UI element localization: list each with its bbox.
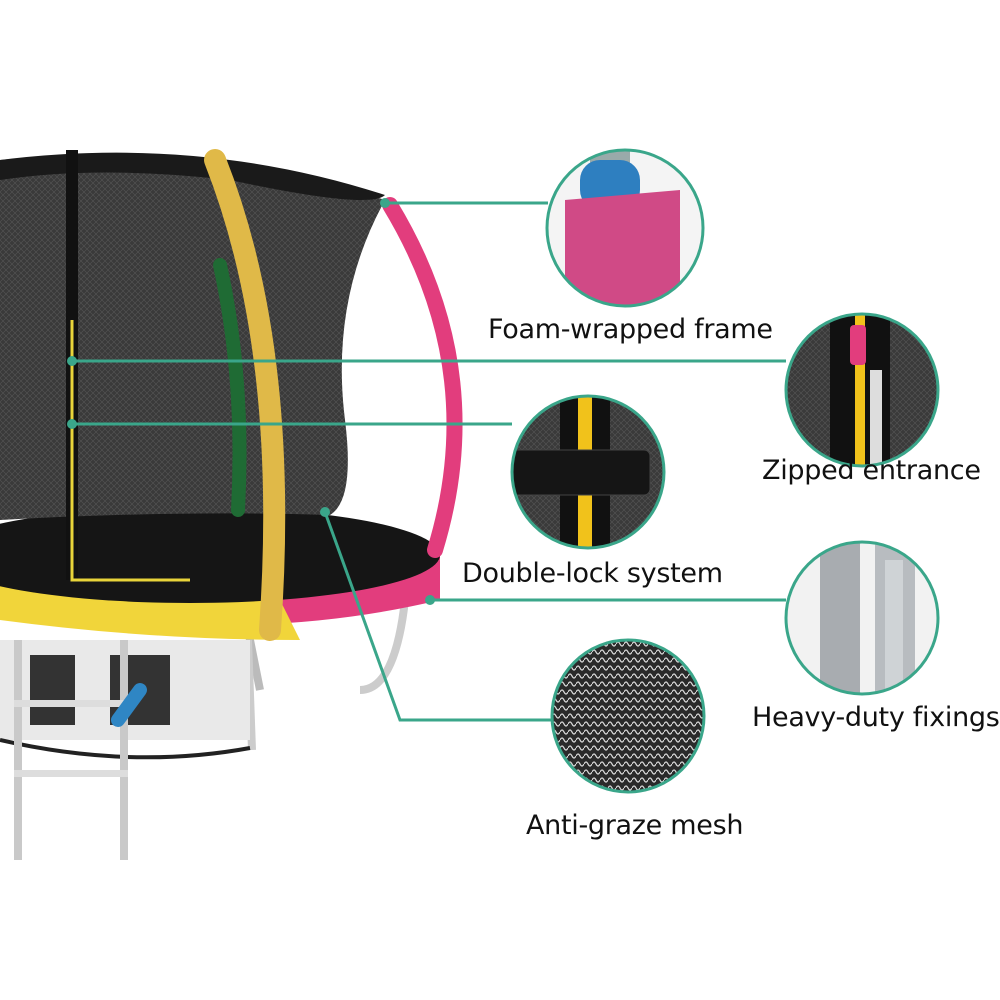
buckle-detail-icon (512, 396, 664, 548)
callout-line-mesh (323, 511, 552, 722)
foam-pole-detail-icon (547, 150, 703, 306)
feature-label-fixings: Heavy-duty fixings (752, 702, 1000, 733)
feature-label-mesh: Anti-graze mesh (526, 810, 744, 841)
feature-label-foam: Foam-wrapped frame (488, 314, 773, 345)
feature-label-zip: Zipped entrance (762, 455, 981, 486)
mesh-detail-icon (552, 640, 704, 792)
steel-pole-detail-icon (786, 542, 938, 694)
trampoline-legs (0, 599, 409, 860)
callout-lines (72, 201, 786, 722)
feature-label-lock: Double-lock system (462, 558, 723, 589)
zipper-detail-icon (786, 314, 938, 466)
